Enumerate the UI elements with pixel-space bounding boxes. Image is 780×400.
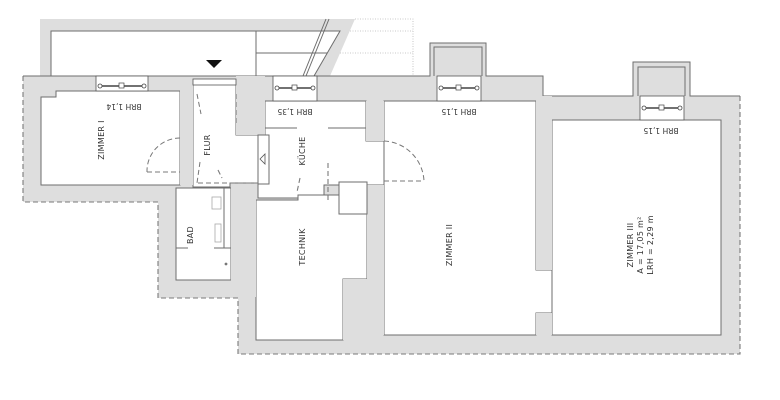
kitchen-counter [257,134,270,185]
window-kueche [272,75,318,102]
room-label-technik: TECHNIK [298,228,307,267]
room-label-zimmer-2: ZIMMER II [445,224,454,266]
window-label-kueche: BRH 1,35 [277,107,312,116]
bad-fixtures [176,188,231,266]
arrow-left-icon [259,153,266,165]
entry-marker-icon [206,60,222,68]
window-label-zimmer-1: BRH 1,14 [106,102,141,111]
window-label-zimmer-2: BRH 1,15 [441,107,476,116]
window-label-zimmer-3: BRH 1,15 [643,126,678,135]
window-zimmer-1 [95,75,149,92]
room-zimmer-2 [383,100,553,336]
room-label-zimmer-3: ZIMMER III [626,223,635,268]
room-bad [175,187,232,281]
room-label-kueche: KÜCHE [297,136,307,165]
window-flur [192,78,237,86]
window-zimmer-2 [436,75,482,102]
room-area-zimmer-3: A = 17,05 m² [636,216,645,273]
room-label-flur: FLUR [203,134,212,155]
room-label-zimmer-1: ZIMMER I [97,120,106,160]
door-zimmer-1 [146,137,181,173]
room-height-zimmer-3: LRH = 2,29 m [646,215,655,275]
window-zimmer-3 [639,95,685,121]
room-label-bad: BAD [186,226,195,244]
upper-exterior-strip [40,18,414,77]
